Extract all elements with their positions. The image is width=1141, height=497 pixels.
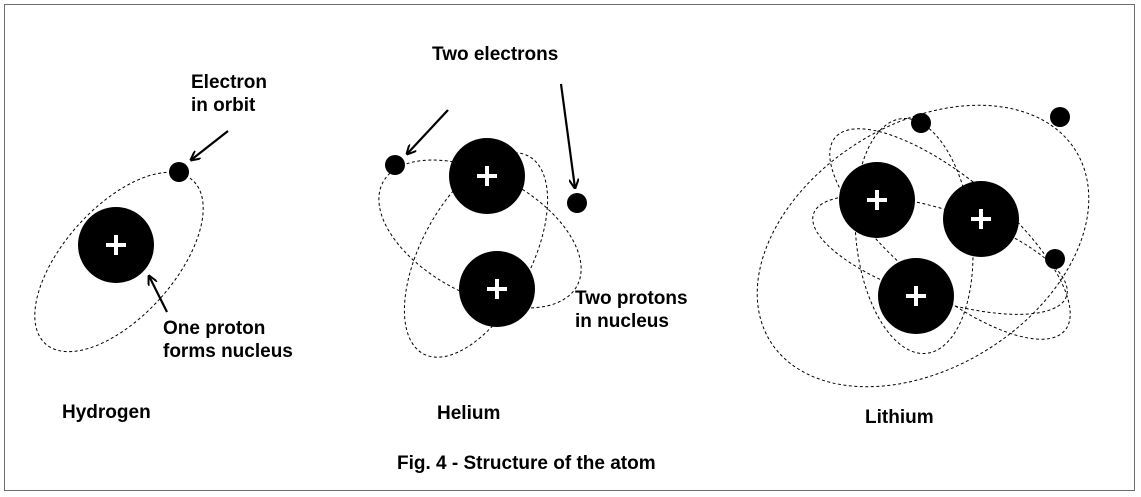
helium-nucleus <box>449 138 535 327</box>
two-electrons-label: Two electrons <box>432 44 559 65</box>
proton-pointer-arrow <box>149 276 168 313</box>
lithium-atom <box>756 104 1090 388</box>
helium-name: Helium <box>437 403 501 424</box>
figure-frame <box>4 4 1135 491</box>
electron-label-line-1: Electron <box>191 72 268 93</box>
proton-label-line-1: One proton <box>163 318 266 339</box>
helium-atom <box>378 83 587 358</box>
lithium-electron-3 <box>1045 249 1065 269</box>
plus-icon <box>971 209 991 229</box>
proton-label: One proton forms nucleus <box>163 317 293 363</box>
electron-label-line-2: in orbit <box>191 95 256 116</box>
hydrogen-name: Hydrogen <box>62 402 151 423</box>
two-protons-line-1: Two protons <box>575 288 688 309</box>
electron-pointer-arrow-left <box>407 109 449 154</box>
lithium-electron-1 <box>911 113 931 133</box>
plus-icon <box>867 190 887 210</box>
hydrogen-electron <box>169 162 189 182</box>
hydrogen-nucleus <box>78 207 154 283</box>
two-protons-label: Two protons in nucleus <box>575 287 688 333</box>
plus-icon <box>906 286 926 306</box>
hydrogen-atom <box>34 130 229 353</box>
lithium-nucleus <box>839 162 1019 334</box>
electron-pointer-arrow-right <box>559 83 575 188</box>
plus-icon <box>106 235 126 255</box>
plus-icon <box>487 279 507 299</box>
proton-label-line-2: forms nucleus <box>163 341 293 362</box>
figure-caption: Fig. 4 - Structure of the atom <box>397 453 656 474</box>
electron-pointer-arrow <box>191 130 229 160</box>
two-protons-line-2: in nucleus <box>575 311 669 332</box>
helium-electron-2 <box>567 193 587 213</box>
electron-label: Electron in orbit <box>191 71 267 117</box>
plus-icon <box>477 166 497 186</box>
lithium-name: Lithium <box>865 407 934 428</box>
lithium-electron-2 <box>1050 107 1070 127</box>
helium-electron-1 <box>385 155 405 175</box>
lithium-orbit-horizontal <box>812 195 1068 315</box>
lithium-orbit-outer <box>756 104 1090 388</box>
